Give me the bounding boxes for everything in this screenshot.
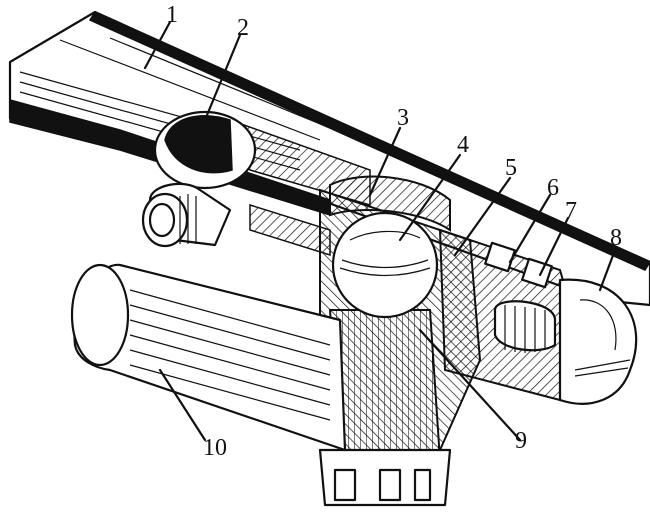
callout-labels: 1 2 3 4 5 6 7 8 9 10 (166, 2, 622, 461)
leader-7 (538, 216, 570, 277)
callout-4: 4 (457, 132, 469, 158)
end-plug (558, 278, 638, 405)
leader-1 (143, 20, 172, 70)
tube-wall-section-lower (249, 203, 331, 257)
ball-pin-head (331, 211, 439, 319)
callout-6: 6 (547, 175, 559, 201)
callout-8: 8 (610, 225, 622, 251)
callout-5: 5 (505, 155, 517, 181)
grease-fitting (141, 182, 232, 248)
lubrication-opening (153, 110, 257, 190)
callout-7: 7 (565, 198, 577, 224)
callout-2: 2 (237, 15, 249, 41)
ball-stud-shank (318, 309, 452, 507)
leader-2 (203, 33, 242, 122)
steering-arm (70, 263, 347, 452)
leader-10 (158, 368, 207, 442)
leader-6 (508, 193, 552, 264)
callout-3: 3 (397, 105, 409, 131)
callout-9: 9 (515, 428, 527, 454)
leader-3 (368, 126, 402, 197)
leader-9 (418, 328, 522, 442)
callout-10: 10 (203, 435, 227, 461)
leader-8 (598, 248, 617, 292)
leader-5 (453, 176, 512, 257)
lower-ring (329, 175, 451, 232)
leader-4 (398, 153, 462, 242)
leader-lines (143, 20, 617, 442)
callout-1: 1 (166, 2, 178, 28)
